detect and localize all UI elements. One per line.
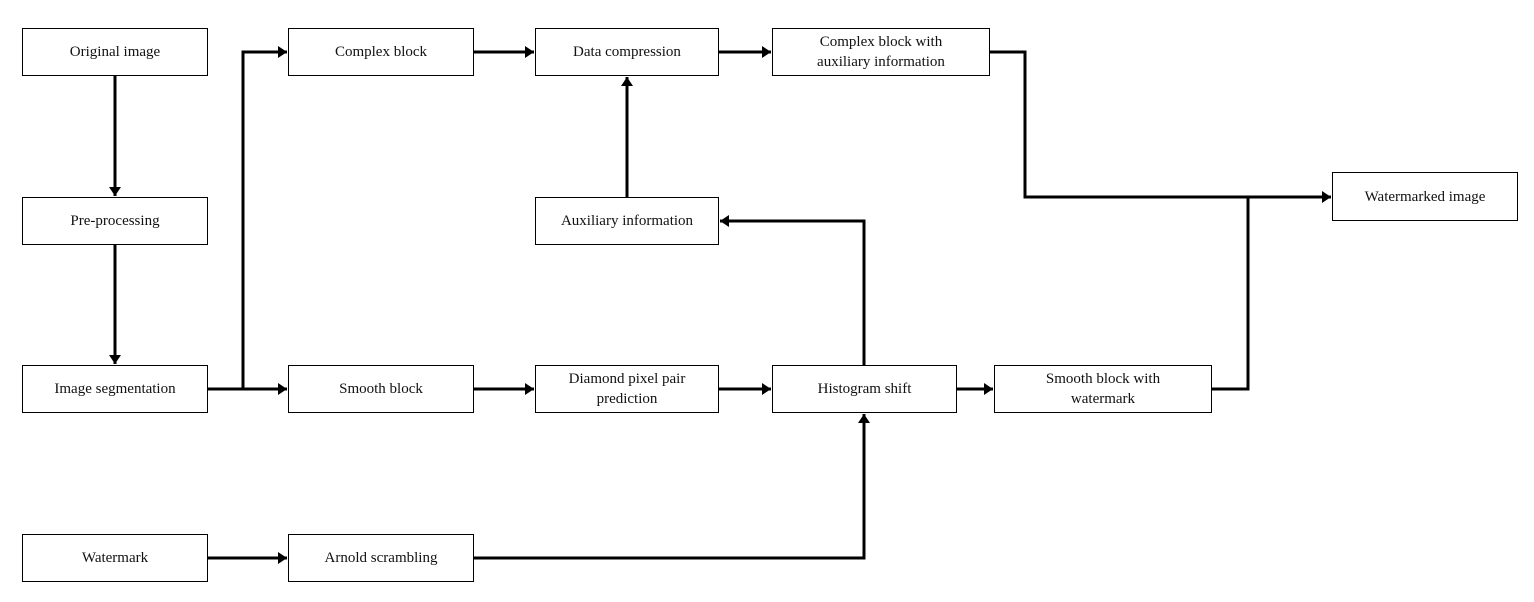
node-watermark: Watermark <box>22 534 208 582</box>
edge-watermark-to-arnold-arrowhead <box>278 552 287 564</box>
node-label: Histogram shift <box>817 381 912 397</box>
node-data-compression: Data compression <box>535 28 719 76</box>
edge-segmentation-to-complex <box>241 50 287 389</box>
node-complex-block-with-auxiliary-information: Complex block with auxiliary information <box>772 28 990 76</box>
node-original-image: Original image <box>22 28 208 76</box>
node-label: Arnold scrambling <box>324 550 438 566</box>
node-label: Smooth block <box>339 381 423 397</box>
node-smooth-block-with-watermark: Smooth block with watermark <box>994 365 1212 413</box>
node-label: Diamond pixel pair prediction <box>568 371 686 407</box>
edge-arnold-to-histogram-arrowhead <box>858 414 870 423</box>
edge-smooth-to-diamond-arrowhead <box>525 383 534 395</box>
edge-compression-to-complexaux-arrowhead <box>762 46 771 58</box>
edge-diamond-to-histogram-arrowhead <box>762 383 771 395</box>
edge-complex-to-compression-arrowhead <box>525 46 534 58</box>
node-image-segmentation: Image segmentation <box>22 365 208 413</box>
node-arnold-scrambling: Arnold scrambling <box>288 534 474 582</box>
node-label: Original image <box>69 44 161 60</box>
edge-histogram-to-smoothwm-arrowhead <box>984 383 993 395</box>
edge-histogram-to-auxiliary-arrowhead <box>720 215 729 227</box>
node-watermarked-image: Watermarked image <box>1332 172 1518 221</box>
node-label: Pre-processing <box>70 213 160 229</box>
edge-complexaux-to-watermarked <box>990 50 1331 199</box>
node-label: Watermark <box>81 550 149 566</box>
node-smooth-block: Smooth block <box>288 365 474 413</box>
edge-original-to-preprocessing-arrowhead <box>109 187 121 196</box>
node-diamond-pixel-pair-prediction: Diamond pixel pair prediction <box>535 365 719 413</box>
edge-arnold-to-histogram <box>474 414 866 560</box>
node-label: Smooth block with watermark <box>1045 371 1161 407</box>
node-label: Data compression <box>573 44 681 60</box>
edge-segmentation-to-smooth-arrowhead <box>278 383 287 395</box>
node-histogram-shift: Histogram shift <box>772 365 957 413</box>
node-label: Auxiliary information <box>560 213 694 229</box>
edge-smoothwm-to-watermarked <box>1212 197 1250 391</box>
node-complex-block: Complex block <box>288 28 474 76</box>
edge-histogram-to-auxiliary <box>720 219 866 365</box>
edge-preprocessing-to-segmentation-arrowhead <box>109 355 121 364</box>
edge-segmentation-to-complex-arrowhead <box>278 46 287 58</box>
edge-complexaux-to-watermarked-arrowhead <box>1322 191 1331 203</box>
node-auxiliary-information: Auxiliary information <box>535 197 719 245</box>
node-pre-processing: Pre-processing <box>22 197 208 245</box>
node-label: Watermarked image <box>1364 188 1486 205</box>
edge-auxiliary-to-compression-arrowhead <box>621 77 633 86</box>
node-label: Complex block <box>334 44 428 60</box>
node-label: Image segmentation <box>54 381 176 397</box>
node-label: Complex block with auxiliary information <box>817 34 945 70</box>
